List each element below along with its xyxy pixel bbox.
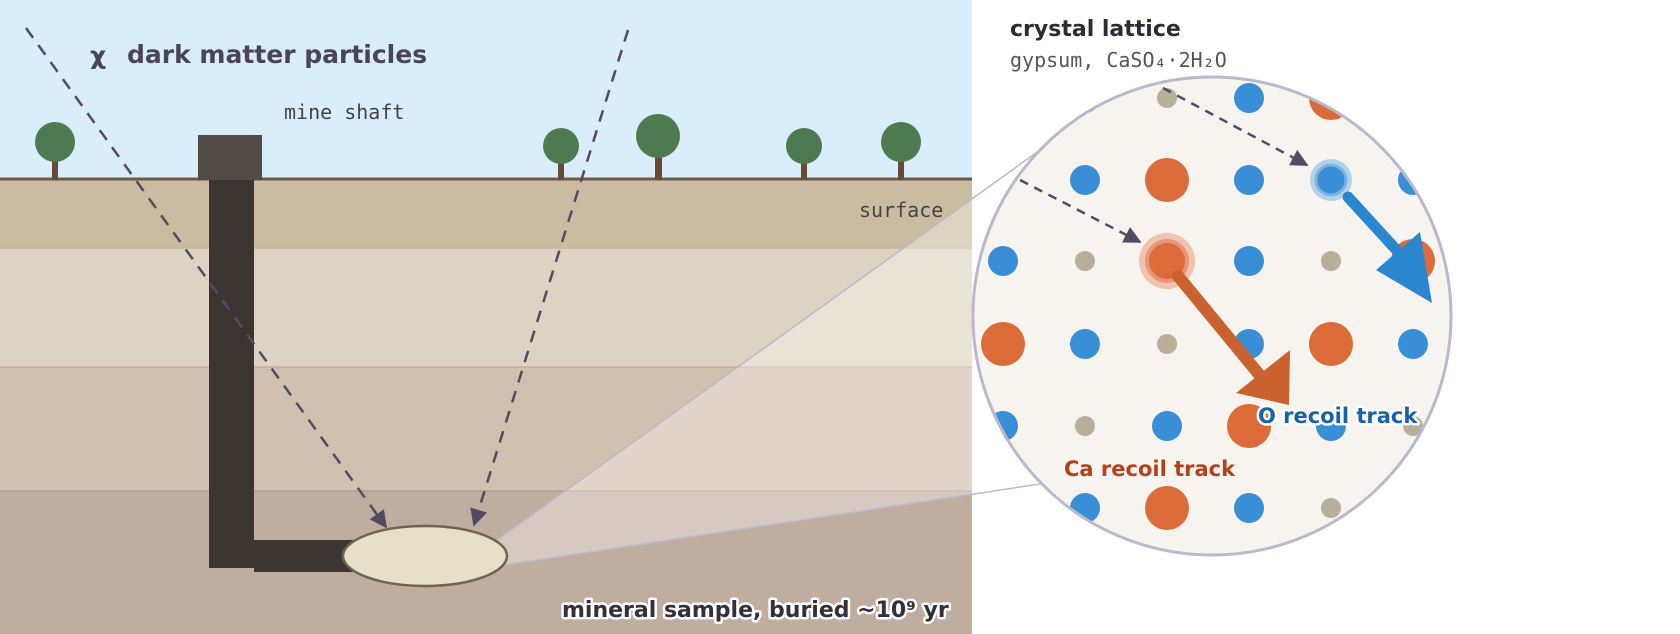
mineral-sample — [341, 524, 509, 588]
ground-layer-2 — [0, 248, 972, 367]
tree — [543, 128, 579, 180]
sulfur-atom — [1075, 251, 1095, 271]
calcium-atom — [1227, 404, 1271, 448]
crystal-lattice-panel: crystal lattice gypsum, CaSO₄·2H₂O O rec… — [971, 17, 1453, 557]
ca-recoil-track — [1172, 270, 1268, 384]
chi-symbol: χ — [90, 41, 106, 70]
sulfur-atom — [1403, 88, 1423, 108]
sulfur-atom — [1157, 88, 1177, 108]
dm-path-to-o — [1162, 86, 1309, 167]
ca-recoil-arrowhead — [1236, 350, 1290, 405]
o-recoil-arrowhead — [1376, 232, 1432, 303]
tree — [786, 128, 822, 180]
tree — [636, 114, 680, 180]
oxygen-atom — [988, 246, 1018, 276]
calcium-atom — [1309, 77, 1353, 120]
sulfur-atom — [1403, 416, 1423, 436]
oxygen-atom — [1316, 411, 1346, 441]
sulfur-atom — [1321, 251, 1341, 271]
trees — [35, 114, 921, 180]
sulfur-atom — [993, 498, 1013, 518]
cross-section-panel: χ dark matter particles mine shaft surfa… — [0, 0, 1041, 634]
shaft-headframe — [198, 135, 262, 180]
dm-path-left — [24, 27, 388, 529]
o-recoil-label: O recoil track — [1258, 404, 1418, 428]
calcium-atom — [1145, 158, 1189, 202]
mine-shaft-label: mine shaft — [284, 100, 404, 124]
mine-shaft — [198, 135, 366, 572]
surface-label: surface — [859, 198, 943, 222]
dark-matter-label: dark matter particles — [127, 40, 427, 69]
dm-path-to-ca — [1019, 178, 1142, 244]
tree — [881, 122, 921, 180]
ground-layer-3 — [0, 367, 972, 491]
crystal-lattice-title: crystal lattice — [1010, 17, 1181, 42]
sulfur-atom — [993, 88, 1013, 108]
oxygen-atom — [1234, 83, 1264, 113]
calcium-atom — [1309, 322, 1353, 366]
oxygen-atom — [1152, 411, 1182, 441]
tree — [35, 122, 75, 180]
sulfur-atom — [1075, 416, 1095, 436]
recoil-events — [1019, 86, 1432, 405]
mineral-sample-label: mineral sample, buried ~10⁹ yr — [562, 598, 949, 623]
dm-path-right — [470, 29, 630, 527]
oxygen-atom — [1398, 493, 1428, 523]
gypsum-formula: gypsum, CaSO₄·2H₂O — [1010, 48, 1227, 72]
calcium-atom — [981, 322, 1025, 366]
oxygen-atom — [1070, 165, 1100, 195]
sky — [0, 0, 972, 180]
struck-o-atom — [1314, 163, 1348, 197]
oxygen-atom — [1398, 329, 1428, 359]
dark-matter-trajectories — [24, 27, 630, 529]
oxygen-atom — [1234, 165, 1264, 195]
oxygen-atom — [1070, 329, 1100, 359]
ground-layer-1 — [0, 180, 972, 248]
calcium-atom — [1145, 486, 1189, 530]
lattice-border — [971, 75, 1453, 557]
shaft-vertical — [209, 180, 254, 568]
oxygen-atom — [1234, 493, 1264, 523]
sulfur-atom — [1157, 334, 1177, 354]
ca-recoil-label: Ca recoil track — [1064, 457, 1236, 481]
oxygen-atom — [1234, 246, 1264, 276]
sulfur-atom — [1321, 498, 1341, 518]
